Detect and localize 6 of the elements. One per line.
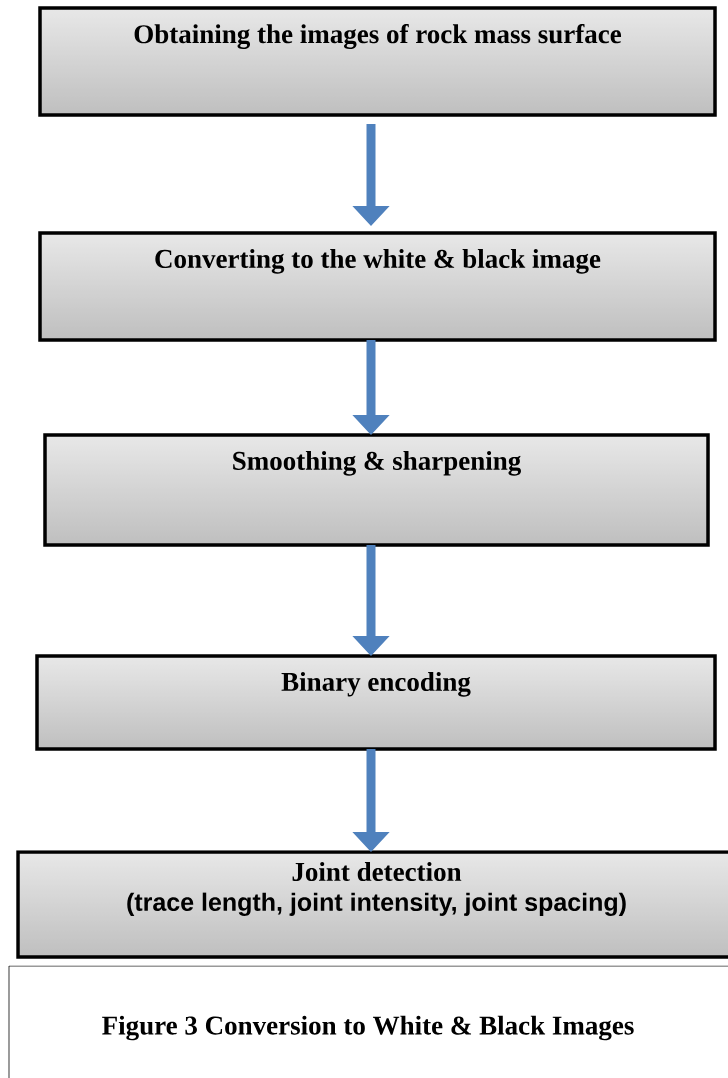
process-box: Obtaining the images of rock mass surface xyxy=(38,6,717,117)
process-box: Smoothing & sharpening xyxy=(43,433,710,547)
process-box: Binary encoding xyxy=(35,654,717,751)
process-box: Joint detection (trace length, joint intensity, joint spacing) xyxy=(16,850,728,959)
figure-caption: Figure 3 Conversion to White & Black Images xyxy=(102,1015,634,1041)
process-box: Converting to the white & black image xyxy=(38,231,717,342)
